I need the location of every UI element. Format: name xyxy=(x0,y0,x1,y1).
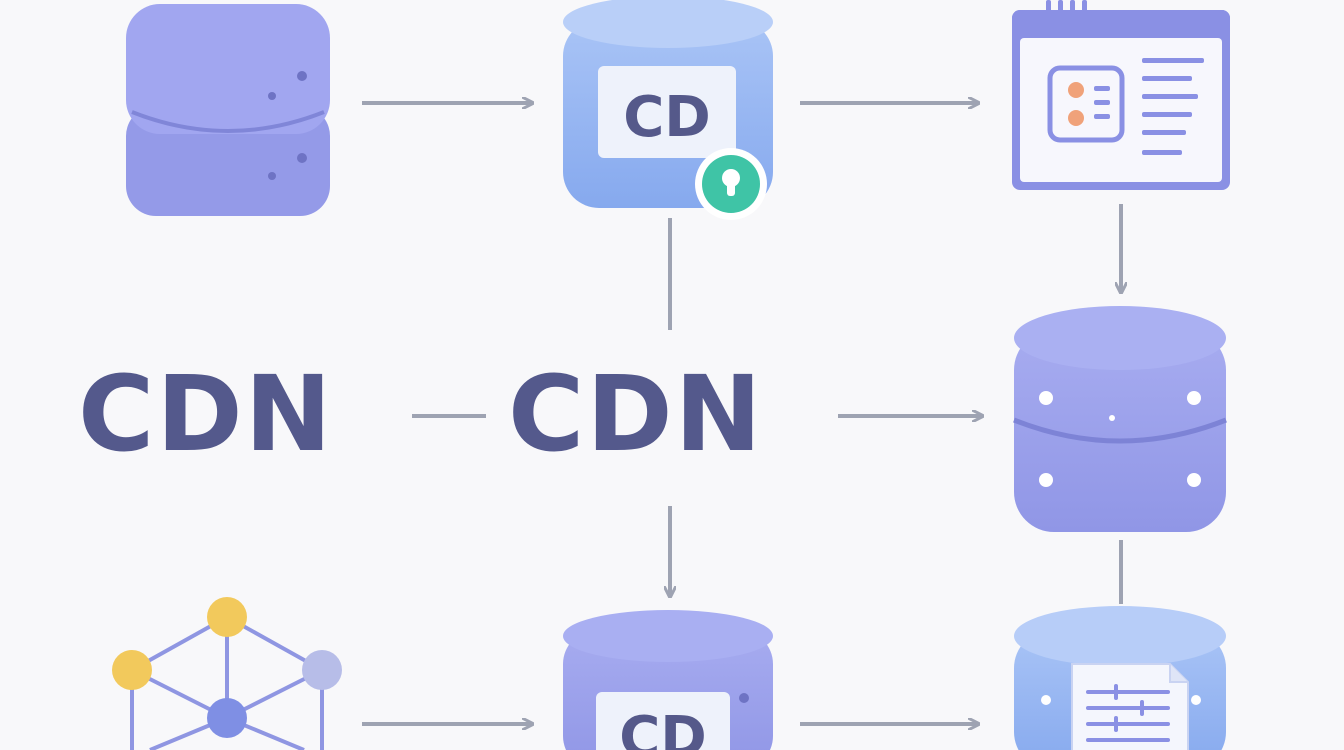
cd-label-top: CD xyxy=(623,85,711,150)
database-icon xyxy=(1013,306,1227,532)
cd-label-bottom: CD xyxy=(619,705,707,750)
network-graph-icon xyxy=(112,597,342,750)
server-stack-icon xyxy=(126,4,330,216)
lock-badge-icon xyxy=(695,148,767,220)
document-icon xyxy=(1071,663,1189,750)
cd-cylinder-icon xyxy=(563,610,773,750)
cdn-label-left: CDN xyxy=(78,353,334,475)
browser-window-icon xyxy=(1012,0,1230,190)
cdn-label-right: CDN xyxy=(508,353,764,475)
connectors xyxy=(362,103,1121,724)
